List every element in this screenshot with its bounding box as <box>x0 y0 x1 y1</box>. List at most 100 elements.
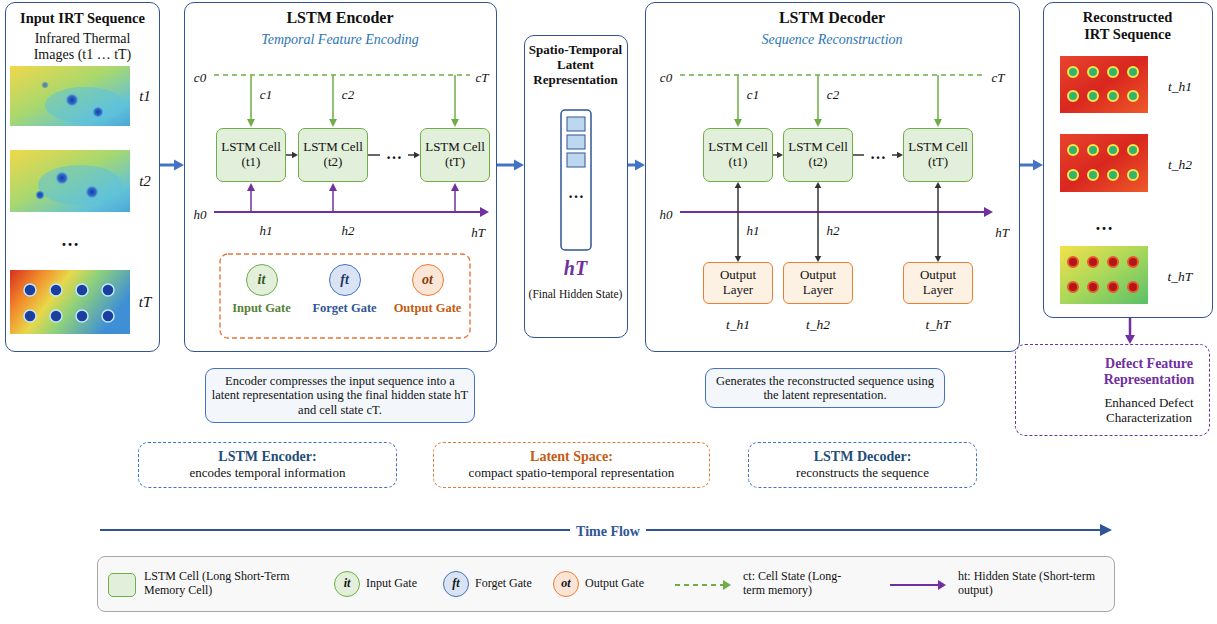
thermal-image-part <box>10 66 130 126</box>
arrow-connector <box>815 182 822 262</box>
legend-line-sample <box>888 575 948 595</box>
diagram-label: t2 <box>139 173 151 190</box>
arrowhead <box>1033 160 1043 171</box>
latent-vector-part <box>567 153 585 167</box>
panel-subtitle: Temporal Feature Encoding <box>185 32 495 48</box>
gate-symbol: ft <box>452 577 459 591</box>
gate-symbol: ot <box>413 265 442 294</box>
thermal-image-part <box>1128 170 1138 180</box>
thermal-image-part <box>1060 246 1148 304</box>
output-layer: Output Layer <box>703 262 773 304</box>
text-slot: Input Gate <box>366 557 441 611</box>
text-slot: Output Gate <box>378 301 478 315</box>
text-slot: LSTM Encoder <box>185 9 495 27</box>
hidden-state-line-part <box>454 190 456 212</box>
thermal-image-part <box>1128 91 1138 101</box>
thermal-image-part <box>1108 170 1118 180</box>
summary-title: LSTM Decoder: <box>814 449 912 465</box>
hidden-state-line <box>214 183 489 217</box>
cell-state-line-part <box>250 75 252 120</box>
text-slot: Spatio-Temporal Latent Representation <box>526 43 625 88</box>
text-slot: Defect Feature Representation <box>1092 356 1206 388</box>
thermal-image <box>10 150 130 212</box>
lstm-cell: LSTM Cell (t2) <box>783 128 853 182</box>
gate-symbol: it <box>247 265 276 294</box>
thermal-image-part <box>24 310 36 322</box>
latent-vector-part <box>561 110 591 250</box>
latent-vector-part <box>567 135 585 149</box>
node-text: LSTM Cell (t2) <box>788 140 848 170</box>
text-slot: ft <box>330 265 359 294</box>
lstm-cell: LSTM Cell (tT) <box>420 128 490 182</box>
legend-text: Output Gate <box>585 577 644 591</box>
thermal-image-part <box>76 284 88 296</box>
legend-arrowhead <box>723 580 731 590</box>
text-slot: ht: Hidden State (Short-term output) <box>958 557 1098 611</box>
edge-label: … <box>380 145 408 163</box>
arrowhead <box>815 182 822 188</box>
cell-state-line-part <box>680 74 985 76</box>
thermal-image-part <box>10 270 130 334</box>
hidden-state-line <box>680 207 993 217</box>
arrowhead <box>1125 335 1135 344</box>
thermal-image-part <box>1088 282 1098 292</box>
diagram-label: h0 <box>660 208 673 223</box>
cell-state-line-part <box>934 119 942 127</box>
input-panel: Input IRT SequenceInfrared Thermal Image… <box>5 2 160 352</box>
diagram-label: … <box>568 184 584 202</box>
thermal-image-part <box>1088 257 1098 267</box>
legend-line-sample <box>673 575 733 595</box>
text-slot: Input IRT Sequence <box>10 10 155 27</box>
thermal-image-part <box>1088 145 1098 155</box>
latent-vector-part <box>567 117 585 131</box>
thermal-image-part <box>1108 282 1118 292</box>
diagram-label: t_h1 <box>1168 79 1192 95</box>
summary-text: reconstructs the sequence <box>796 466 929 481</box>
text-slot: Forget Gate <box>295 301 395 315</box>
node-text: Output Layer <box>788 268 848 298</box>
summary-text: compact spatio-temporal representation <box>469 466 675 481</box>
diagram-label: c1 <box>260 88 272 103</box>
diagram-label: t_h2 <box>806 317 830 333</box>
connector-line <box>817 187 819 257</box>
panel-title: LSTM Encoder <box>185 9 495 27</box>
cell-state-line-part <box>814 119 822 127</box>
diagram-label: t_h1 <box>726 317 750 333</box>
text-slot: Enhanced Defect Characterization <box>1092 396 1206 426</box>
diagram-label: hT <box>471 226 485 241</box>
cell-state-line-part <box>737 75 739 120</box>
output-gate: otOutput Gate <box>412 264 444 296</box>
legend-gate-sample: it <box>334 571 360 597</box>
thermal-image-part <box>38 165 122 205</box>
thermal-image-part <box>102 284 114 296</box>
thermal-image-part <box>92 106 104 118</box>
diagram-label: tT <box>139 294 152 311</box>
cell-state-line-part <box>451 119 459 127</box>
lstm-cell: LSTM Cell (t1) <box>703 128 773 182</box>
cell-state-line-part <box>214 74 470 76</box>
legend-line <box>890 584 938 586</box>
hidden-state-line-part <box>451 183 459 191</box>
panel-title: Spatio-Temporal Latent Representation <box>526 43 625 88</box>
thermal-image-part <box>1068 67 1078 77</box>
diagram-label: t_hT <box>1168 269 1193 285</box>
hidden-state-line-part <box>984 207 993 217</box>
panel-title: Reconstructed IRT Sequence <box>1072 9 1183 42</box>
thermal-image-part <box>1108 67 1118 77</box>
legend-text: Input Gate <box>366 577 417 591</box>
diagram-label: t1 <box>139 88 151 105</box>
connector-line <box>737 187 739 257</box>
text-slot: it <box>247 265 276 294</box>
diagram-label: hT <box>995 226 1009 241</box>
thermal-image-part <box>1108 145 1118 155</box>
panel-subtitle: Infrared Thermal Images (t1 … tT) <box>19 31 146 63</box>
cell-state-line-part <box>329 119 337 127</box>
arrow-connector <box>935 182 942 262</box>
input-gate: itInput Gate <box>246 264 278 296</box>
node-text: LSTM Cell (t1) <box>708 140 768 170</box>
note-box: Encoder compresses the input sequence in… <box>205 368 475 423</box>
thermal-image-part <box>45 87 125 123</box>
cell-state-line-part <box>734 119 742 127</box>
diagram-label: cT <box>992 71 1005 86</box>
diagram-label: c0 <box>194 71 206 86</box>
